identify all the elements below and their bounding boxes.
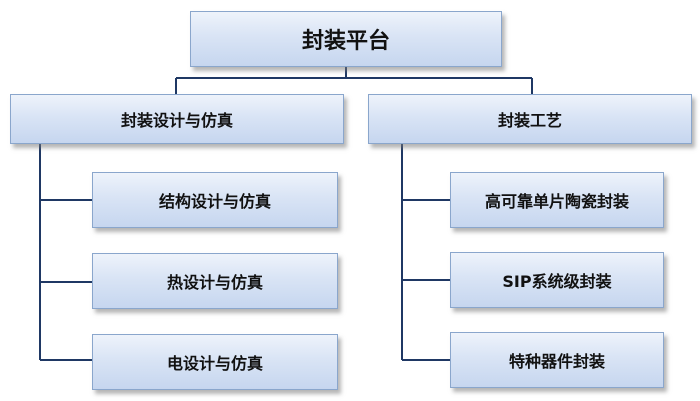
branch-node-label: 封装工艺 (497, 111, 562, 130)
leaf-node-label: 电设计与仿真 (166, 354, 263, 373)
branch-node-process: 封装工艺 (368, 94, 692, 144)
leaf-node-label: 特种器件封装 (508, 352, 605, 371)
leaf-node-ceramic-package: 高可靠单片陶瓷封装 (450, 172, 664, 228)
leaf-node-label: SIP系统级封装 (502, 272, 612, 291)
leaf-node-structural-design: 结构设计与仿真 (92, 172, 338, 228)
root-node-label: 封装平台 (301, 29, 390, 54)
leaf-node-electrical-design: 电设计与仿真 (92, 334, 338, 390)
leaf-node-label: 高可靠单片陶瓷封装 (484, 192, 629, 211)
leaf-node-sip-package: SIP系统级封装 (450, 252, 664, 308)
leaf-node-label: 结构设计与仿真 (158, 192, 271, 211)
branch-node-design-simulation: 封装设计与仿真 (10, 94, 344, 144)
leaf-node-thermal-design: 热设计与仿真 (92, 253, 338, 309)
branch-node-label: 封装设计与仿真 (120, 111, 233, 130)
root-node: 封装平台 (190, 11, 502, 67)
leaf-node-label: 热设计与仿真 (166, 273, 263, 292)
leaf-node-special-device-package: 特种器件封装 (450, 332, 664, 388)
